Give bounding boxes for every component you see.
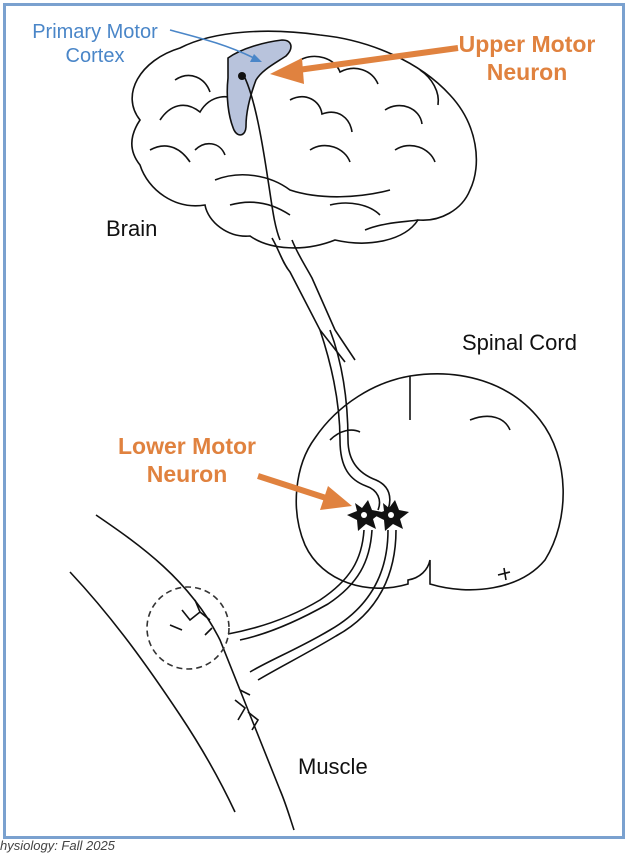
brain-drawing — [130, 30, 478, 363]
primary-motor-cortex-label-line1: Primary Motor — [32, 21, 158, 43]
footer-course-text: hysiology: Fall 2025 — [0, 838, 115, 853]
muscle-drawing — [69, 514, 295, 831]
figure-frame — [3, 3, 625, 839]
neuromuscular-junction-highlight — [146, 586, 230, 670]
upper-motor-neuron-label: Upper Motor Neuron — [452, 30, 602, 86]
upper-motor-neuron-label-line2: Neuron — [486, 59, 568, 85]
primary-motor-cortex-label-line2: Cortex — [65, 45, 125, 67]
brain-label: Brain — [106, 216, 158, 241]
upper-motor-neuron-axon — [244, 77, 281, 241]
upper-motor-neuron-label-line1: Upper Motor — [458, 31, 596, 57]
spinal-cord-label: Spinal Cord — [462, 330, 577, 355]
spinal-cord-drawing — [295, 373, 564, 591]
peripheral-motor-nerves — [227, 529, 397, 681]
lower-motor-neuron-arrow — [257, 473, 352, 510]
lower-motor-neuron-label-line1: Lower Motor — [118, 433, 256, 459]
primary-motor-cortex-region — [226, 39, 292, 136]
upper-motor-neuron-cell-body — [238, 72, 246, 80]
descending-motor-tract — [319, 329, 391, 511]
lower-motor-neuron-label-line2: Neuron — [146, 461, 228, 487]
primary-motor-cortex-label: Primary Motor Cortex — [10, 20, 180, 68]
muscle-label: Muscle — [298, 754, 368, 779]
lower-motor-neuron-cells — [347, 500, 409, 531]
upper-motor-neuron-arrow — [270, 45, 459, 84]
primary-motor-cortex-pointer — [169, 29, 262, 62]
lower-motor-neuron-label: Lower Motor Neuron — [112, 432, 262, 488]
